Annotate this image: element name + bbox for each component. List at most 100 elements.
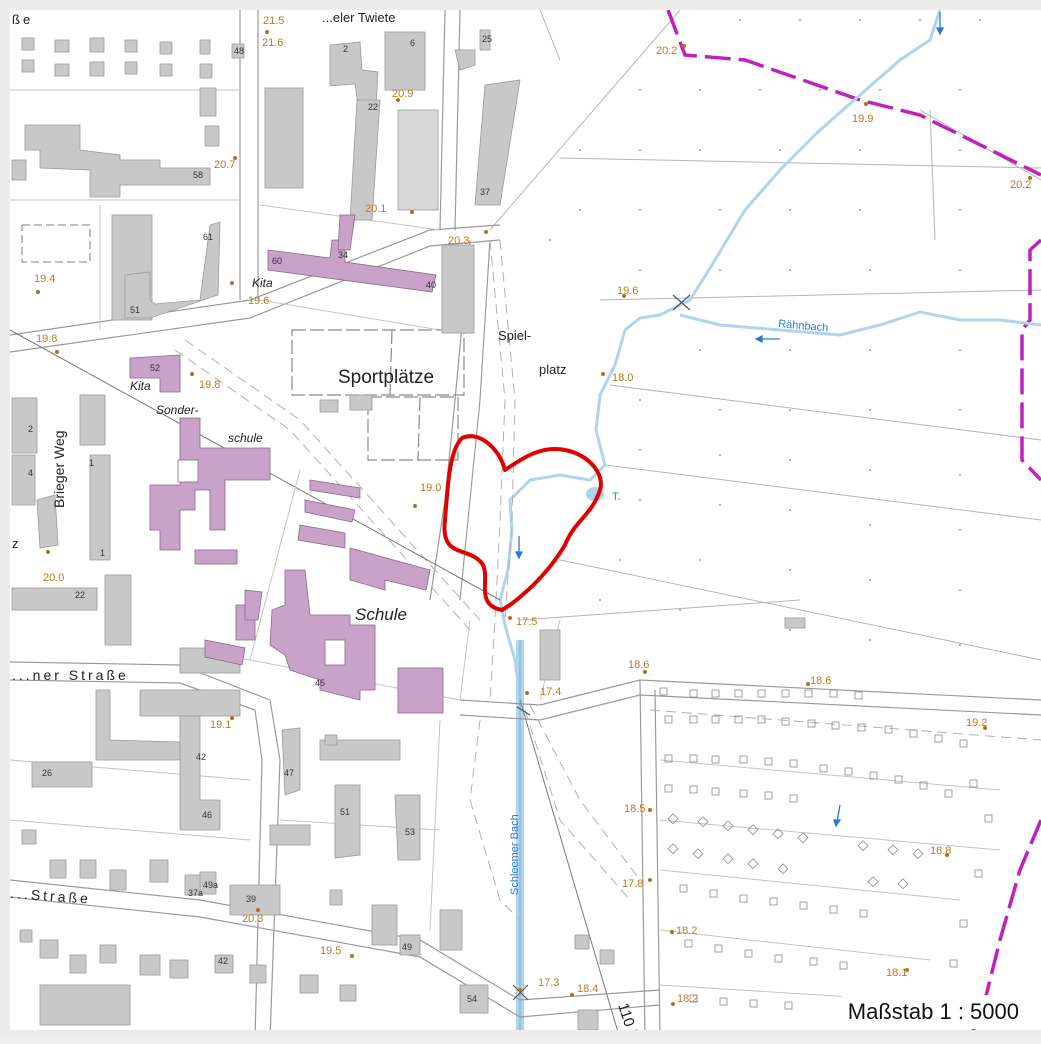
kita-label-left: Kita — [130, 379, 151, 393]
elevation-label: 18.5 — [624, 803, 645, 815]
street-label-low: ...Straße — [10, 885, 92, 907]
house-number: 40 — [426, 280, 436, 290]
buildings-residential-east — [659, 687, 993, 1010]
house-number: 4 — [28, 468, 33, 478]
street-label-mid: ...ner Straße — [12, 667, 129, 683]
street-label-top-left: ße — [12, 12, 33, 27]
elevation-label: 19.9 — [852, 113, 873, 125]
spielplatz-label-1: Spiel- — [498, 328, 531, 343]
pond-label: T. — [612, 491, 621, 503]
elevation-label: 20.3 — [448, 235, 469, 247]
elevation-label: 19.6 — [248, 295, 269, 307]
kita-label-top: Kita — [252, 276, 273, 290]
elevation-label: 21.5 — [263, 15, 284, 27]
field-dots — [549, 19, 981, 646]
path-lines — [174, 239, 1041, 921]
buildings-public — [129, 214, 444, 714]
house-number: 48 — [234, 46, 244, 56]
sonderschule-label-2: schule — [228, 431, 263, 445]
sportplaetze-label: Sportplätze — [338, 367, 434, 388]
elevation-label: 17.3 — [538, 977, 559, 989]
elevation-label: 18.2 — [676, 925, 697, 937]
house-number: 51 — [340, 807, 350, 817]
house-number: 39 — [246, 894, 256, 904]
elevation-label: 17.5 — [516, 616, 537, 628]
elevation-label: 18.0 — [612, 372, 633, 384]
house-number: 46 — [202, 810, 212, 820]
elevation-label: 20.3 — [242, 913, 263, 925]
elevation-label: 18.1 — [886, 967, 907, 979]
house-number: 37a — [188, 888, 203, 898]
elevation-label: 19.8 — [36, 333, 57, 345]
house-number: 54 — [467, 994, 477, 1004]
scale-label: Maßstab 1 : 5000 — [841, 995, 1025, 1029]
flow-arrows — [514, 12, 945, 828]
house-number: 26 — [42, 768, 52, 778]
street-label-z: z — [12, 536, 19, 551]
elevation-label: 20.1 — [365, 203, 386, 215]
raehnbach-label: Rähnbach — [778, 318, 829, 334]
elevation-label: 21.6 — [262, 37, 283, 49]
elevation-label: 18.6 — [810, 675, 831, 687]
elevation-labels: 21.5 21.6 20.9 20.7 20.1 20.3 19.4 19.6 … — [34, 15, 1031, 1005]
elevation-label: 19.8 — [199, 379, 220, 391]
house-number: 45 — [315, 678, 325, 688]
street-label-brieger-weg: Brieger Weg — [51, 430, 67, 508]
elevation-label: 19.6 — [617, 285, 638, 297]
study-area-marker[interactable] — [442, 434, 603, 612]
house-number: 1 — [89, 458, 94, 468]
house-number: 49a — [203, 880, 218, 890]
map-frame-left — [0, 0, 10, 1039]
elevation-label: 20.2 — [656, 45, 677, 57]
schule-label: Schule — [355, 605, 407, 624]
map-frame-bottom — [0, 1030, 1041, 1039]
schleemer-bach-label: Schleemer Bach — [509, 814, 521, 895]
house-number: 25 — [482, 34, 492, 44]
house-number: 42 — [196, 752, 206, 762]
house-number: 37 — [480, 187, 490, 197]
street-label-twiete: ...eler Twiete — [322, 10, 395, 25]
elevation-label: 18.4 — [577, 983, 598, 995]
house-number: 53 — [405, 827, 415, 837]
house-number: 49 — [402, 942, 412, 952]
house-number: 42 — [218, 956, 228, 966]
house-number: 1 — [100, 548, 105, 558]
house-number: 2 — [28, 424, 33, 434]
elevation-label: 19.4 — [34, 273, 55, 285]
house-number: 34 — [338, 250, 348, 260]
house-number: 52 — [150, 363, 160, 373]
elevation-label: 19.1 — [210, 719, 231, 731]
elevation-label: 18.6 — [628, 659, 649, 671]
house-number: 47 — [284, 768, 294, 778]
elevation-label: 20.7 — [214, 159, 235, 171]
elevation-label: 20.0 — [43, 572, 64, 584]
crossings — [512, 294, 691, 1001]
elevation-label: 19.5 — [320, 945, 341, 957]
house-number: 2 — [343, 44, 348, 54]
elevation-label: 20.2 — [1010, 179, 1031, 191]
elevation-label: 18.8 — [930, 845, 951, 857]
house-number: 22 — [368, 102, 378, 112]
sonderschule-label-1: Sonder- — [156, 403, 198, 417]
elevation-dots — [36, 30, 1032, 1006]
elevation-label: 19.0 — [420, 482, 441, 494]
elevation-label: 19.2 — [966, 717, 987, 729]
field-parcel-lines — [489, 9, 1041, 661]
district-boundary — [666, 9, 1041, 1040]
house-number: 51 — [130, 305, 140, 315]
house-number: 60 — [272, 256, 282, 266]
elevation-label: 17.4 — [540, 686, 561, 698]
map-frame-top — [0, 0, 1041, 10]
house-number: 61 — [203, 232, 213, 242]
house-number: 58 — [193, 170, 203, 180]
house-numbers: 48 2 6 25 22 37 58 61 51 34 60 40 52 2 4… — [28, 34, 492, 1004]
elevation-label: 17.8 — [622, 878, 643, 890]
sports-fields — [291, 329, 465, 461]
property-lines — [9, 89, 1001, 1001]
house-number: 22 — [75, 590, 85, 600]
elevation-label: 20.9 — [392, 88, 413, 100]
spielplatz-label-2: platz — [539, 362, 566, 377]
house-number: 6 — [410, 38, 415, 48]
